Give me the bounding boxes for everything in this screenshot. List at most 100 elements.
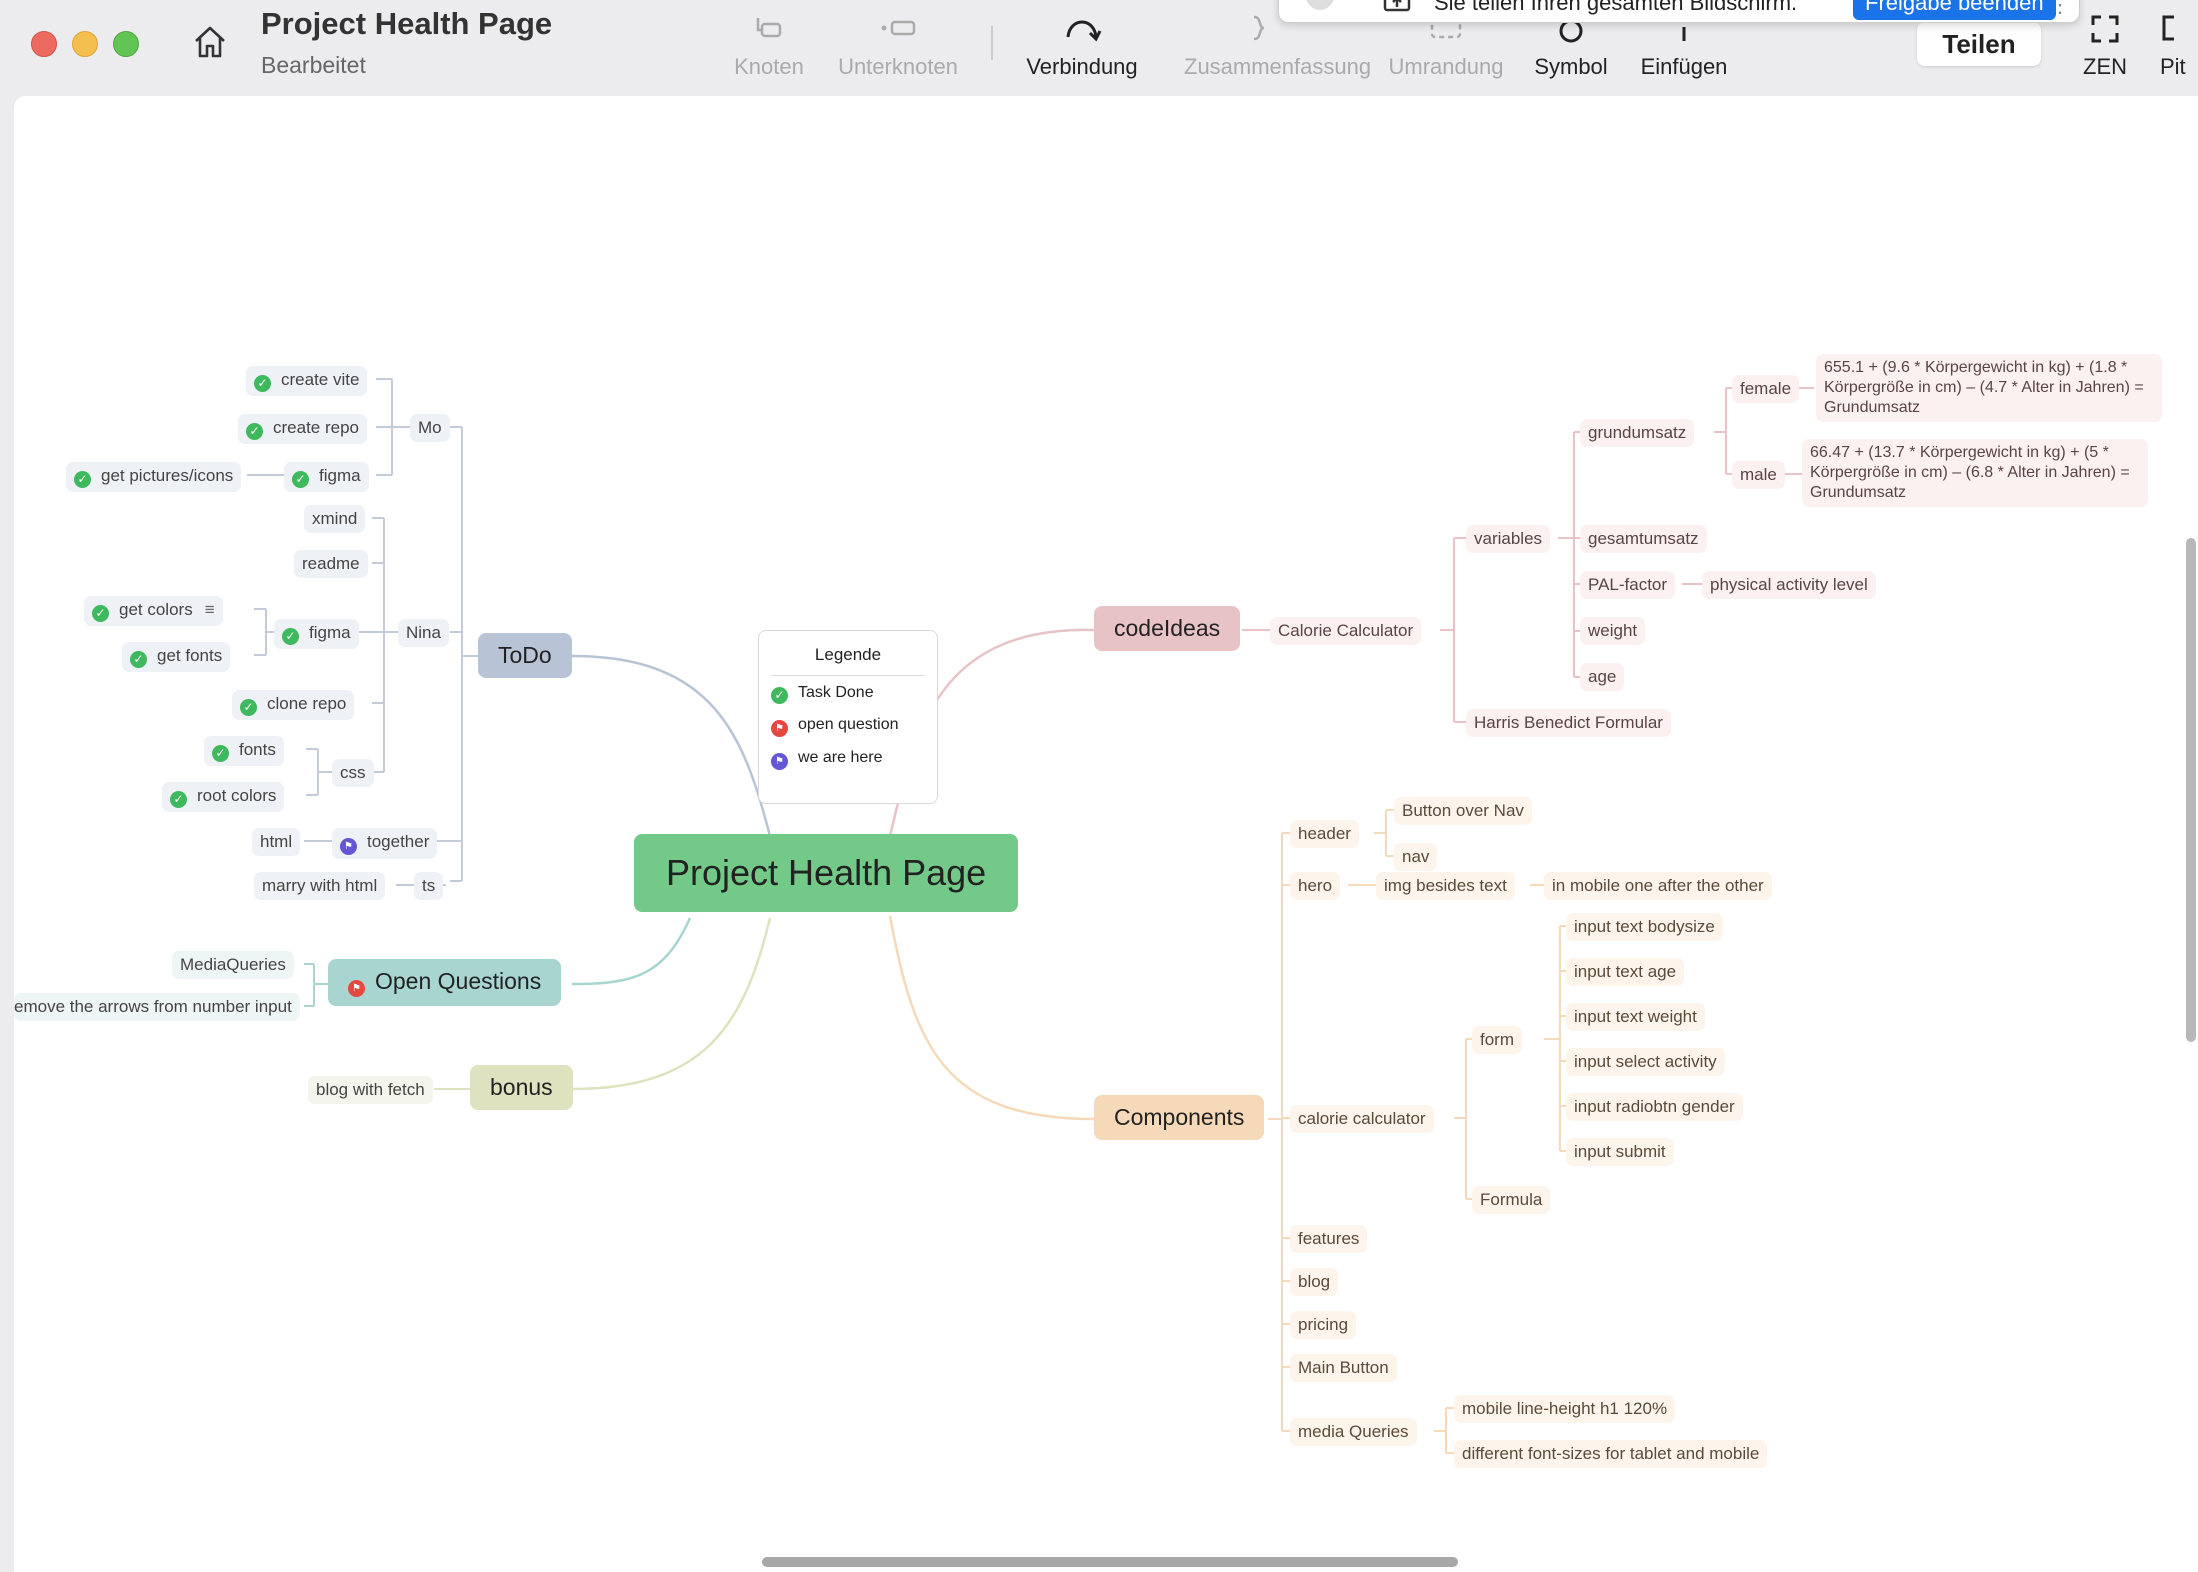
check-icon: ✓: [771, 687, 788, 704]
button-over-nav-topic[interactable]: Button over Nav: [1394, 797, 1532, 825]
home-icon[interactable]: [190, 22, 230, 62]
input-weight-topic[interactable]: input text weight: [1566, 1003, 1705, 1031]
check-icon: ✓: [292, 471, 309, 488]
calorie-calculator-component-topic[interactable]: calorie calculator: [1290, 1105, 1434, 1133]
physical-activity-level-topic[interactable]: physical activity level: [1702, 571, 1876, 599]
get-fonts-topic[interactable]: ✓get fonts: [122, 642, 231, 672]
hero-topic[interactable]: hero: [1290, 872, 1341, 900]
nina-topic[interactable]: Nina: [398, 619, 449, 647]
root-colors-topic[interactable]: ✓root colors: [162, 782, 285, 812]
verbindung-button[interactable]: Verbindung: [1002, 8, 1162, 80]
legend-box[interactable]: Legende ✓Task Done ⚑open question ⚑we ar…: [758, 630, 938, 804]
minus-icon[interactable]: [1304, 0, 1336, 12]
mobile-after-topic[interactable]: in mobile one after the other: [1544, 872, 1772, 900]
check-icon: ✓: [240, 699, 257, 716]
input-select-topic[interactable]: input select activity: [1566, 1048, 1725, 1076]
fonts-topic[interactable]: ✓fonts: [204, 736, 284, 766]
male-topic[interactable]: male: [1732, 461, 1785, 489]
male-formula-topic[interactable]: 66.47 + (13.7 * Körpergewicht in kg) + (…: [1802, 439, 2148, 507]
blog-topic[interactable]: blog: [1290, 1268, 1339, 1296]
input-submit-topic[interactable]: input submit: [1566, 1138, 1674, 1166]
harris-benedict-topic[interactable]: Harris Benedict Formular: [1466, 709, 1671, 737]
check-icon: ✓: [246, 423, 263, 440]
female-topic[interactable]: female: [1732, 375, 1800, 403]
knoten-button[interactable]: Knoten: [689, 8, 849, 80]
img-besides-text-topic[interactable]: img besides text: [1376, 872, 1515, 900]
screen-share-banner: Sie teilen Ihren gesamten Bildschirm. Fr…: [1278, 0, 2080, 23]
share-screen-icon: [1383, 0, 1411, 12]
pitch-button[interactable]: Pit: [2160, 8, 2198, 80]
mo-topic[interactable]: Mo: [410, 414, 450, 442]
stop-sharing-button[interactable]: Freigabe beenden: [1853, 0, 2056, 20]
horizontal-scrollbar[interactable]: [762, 1557, 1458, 1567]
vertical-scrollbar[interactable]: [2186, 538, 2196, 1042]
features-topic[interactable]: features: [1290, 1225, 1368, 1253]
get-colors-topic[interactable]: ✓get colors≡: [84, 596, 223, 626]
gesamtumsatz-topic[interactable]: gesamtumsatz: [1580, 525, 1707, 553]
symbol-button[interactable]: Symbol: [1491, 8, 1651, 80]
bonus-topic[interactable]: bonus: [470, 1065, 573, 1110]
remove-arrows-topic[interactable]: emove the arrows from number input: [14, 993, 300, 1021]
pricing-topic[interactable]: pricing: [1290, 1311, 1357, 1339]
get-pictures-topic[interactable]: ✓get pictures/icons: [66, 462, 242, 492]
css-topic[interactable]: css: [332, 759, 374, 787]
flag-purple-icon: ⚑: [340, 838, 357, 855]
readme-topic[interactable]: readme: [294, 550, 368, 578]
clone-repo-topic[interactable]: ✓clone repo: [232, 690, 355, 720]
connector-lines: [247, 378, 1814, 1454]
components-topic[interactable]: Components: [1094, 1095, 1265, 1140]
subtopic-icon: [818, 8, 978, 48]
font-sizes-topic[interactable]: different font-sizes for tablet and mobi…: [1454, 1440, 1768, 1468]
flag-red-icon: ⚑: [348, 980, 365, 997]
calorie-calculator-idea-topic[interactable]: Calorie Calculator: [1270, 617, 1422, 645]
root-topic[interactable]: Project Health Page: [634, 834, 1019, 912]
create-repo-topic[interactable]: ✓create repo: [238, 414, 367, 444]
age-topic[interactable]: age: [1580, 663, 1625, 691]
female-formula-topic[interactable]: 655.1 + (9.6 * Körpergewicht in kg) + (1…: [1816, 354, 2162, 422]
close-window-button[interactable]: [31, 31, 57, 57]
create-vite-topic[interactable]: ✓create vite: [246, 366, 368, 396]
ts-topic[interactable]: ts: [414, 872, 444, 900]
grundumsatz-topic[interactable]: grundumsatz: [1580, 419, 1695, 447]
einfuegen-button[interactable]: Einfügen: [1604, 8, 1764, 80]
figma-nina-topic[interactable]: ✓figma: [274, 619, 359, 649]
blog-with-fetch-topic[interactable]: blog with fetch: [308, 1076, 433, 1104]
share-button[interactable]: Teilen: [1917, 22, 2041, 66]
nav-topic[interactable]: nav: [1394, 843, 1438, 871]
marry-with-html-topic[interactable]: marry with html: [254, 872, 386, 900]
mediaqueries-topic[interactable]: MediaQueries: [172, 951, 294, 979]
html-topic[interactable]: html: [252, 828, 301, 856]
todo-topic[interactable]: ToDo: [478, 633, 572, 678]
variables-topic[interactable]: variables: [1466, 525, 1551, 553]
input-radio-topic[interactable]: input radiobtn gender: [1566, 1093, 1743, 1121]
topic-icon: [689, 8, 849, 48]
insert-icon: [1604, 8, 1764, 48]
media-queries-topic[interactable]: media Queries: [1290, 1418, 1417, 1446]
input-age-topic[interactable]: input text age: [1566, 958, 1685, 986]
zen-button[interactable]: ZEN: [2025, 8, 2185, 80]
figma-mo-topic[interactable]: ✓figma: [284, 462, 369, 492]
zusammenfassung-button[interactable]: Zusammenfassung: [1184, 8, 1371, 80]
relationship-icon: [1002, 8, 1162, 48]
pal-factor-topic[interactable]: PAL-factor: [1580, 571, 1676, 599]
main-button-topic[interactable]: Main Button: [1290, 1354, 1397, 1382]
weight-topic[interactable]: weight: [1580, 617, 1646, 645]
zoom-window-button[interactable]: [113, 31, 139, 57]
open-questions-topic[interactable]: ⚑Open Questions: [328, 959, 562, 1006]
document-status: Bearbeitet: [261, 52, 366, 78]
header-topic[interactable]: header: [1290, 820, 1359, 848]
input-bodysize-topic[interactable]: input text bodysize: [1566, 913, 1723, 941]
legend-task-done: ✓Task Done: [771, 684, 937, 704]
unterknoten-button[interactable]: Unterknoten: [818, 8, 978, 80]
formula-topic[interactable]: Formula: [1472, 1186, 1551, 1214]
together-topic[interactable]: ⚑together: [332, 828, 438, 859]
form-topic[interactable]: form: [1472, 1026, 1522, 1054]
codeideas-topic[interactable]: codeIdeas: [1094, 606, 1241, 651]
xmind-topic[interactable]: xmind: [304, 505, 366, 533]
check-icon: ✓: [130, 651, 147, 668]
more-icon[interactable]: ⋮: [2049, 0, 2071, 17]
mindmap-canvas[interactable]: Project Health Page ToDo codeIdeas Compo…: [14, 96, 2198, 1572]
minimize-window-button[interactable]: [72, 31, 98, 57]
mobile-line-height-topic[interactable]: mobile line-height h1 120%: [1454, 1395, 1676, 1423]
summary-icon: [1184, 8, 1344, 48]
